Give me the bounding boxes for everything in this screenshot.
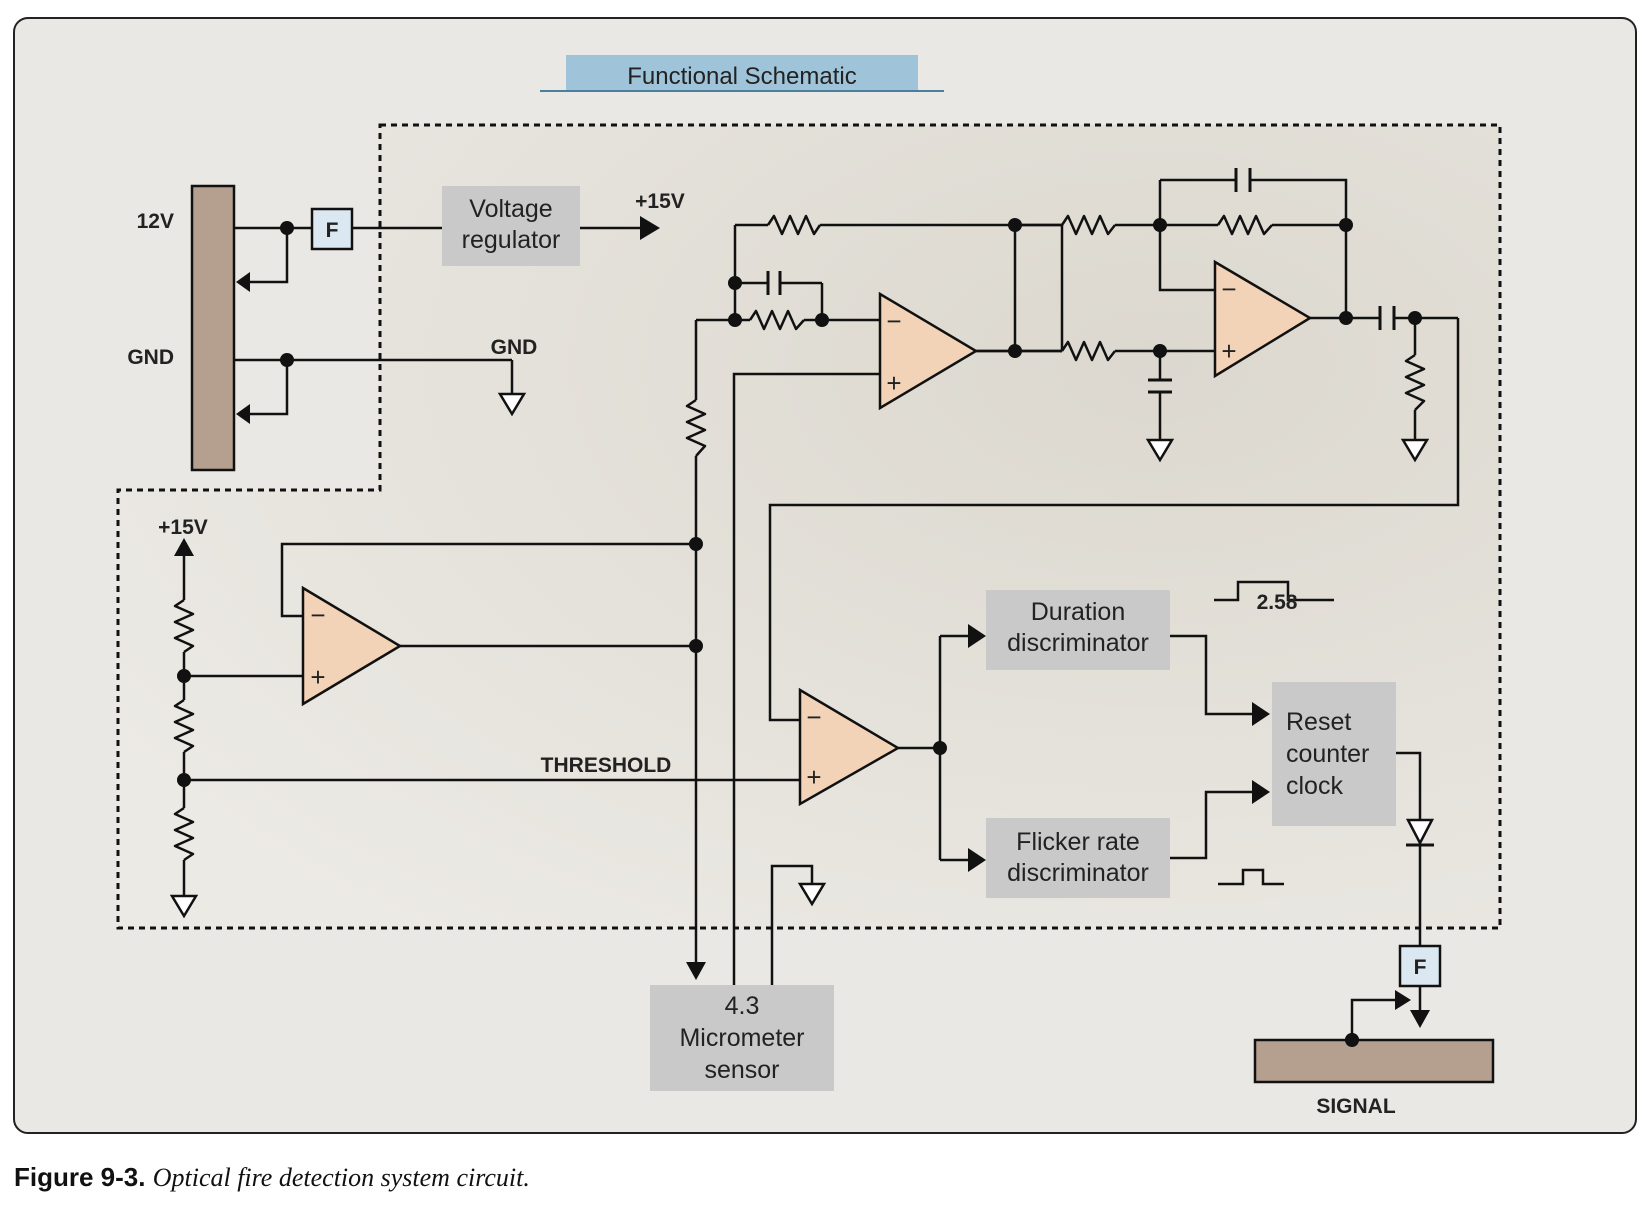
arrow-signal-return bbox=[1395, 990, 1411, 1010]
reset-counter-clock-block: Reset counter clock bbox=[1272, 682, 1396, 826]
ground-symbol-gnd bbox=[497, 392, 527, 417]
duration-discriminator-line1: Duration bbox=[1031, 598, 1126, 626]
power-connector-bar bbox=[190, 184, 236, 472]
duration-discriminator-line2: discriminator bbox=[1007, 629, 1149, 657]
arrow-regulator-out bbox=[640, 216, 660, 240]
flicker-discriminator-line1: Flicker rate bbox=[1016, 828, 1140, 856]
ground-symbol-r7 bbox=[1400, 438, 1430, 463]
title-text: Functional Schematic bbox=[627, 63, 856, 90]
diode-symbol bbox=[1405, 818, 1435, 846]
narrow-pulse-symbol bbox=[1218, 868, 1284, 886]
label-threshold: THRESHOLD bbox=[541, 754, 672, 777]
sensor-line1: 4.3 bbox=[725, 992, 760, 1020]
duration-discriminator-block: Duration discriminator bbox=[986, 590, 1170, 670]
wide-pulse-symbol bbox=[1214, 580, 1334, 602]
fuse-top: F bbox=[310, 207, 354, 251]
resistor-r1 bbox=[766, 214, 822, 236]
resistor-divider-bottom bbox=[173, 806, 195, 862]
arrow-to-sensor bbox=[686, 962, 706, 980]
ground-symbol-sensor bbox=[797, 882, 827, 907]
resistor-r4 bbox=[748, 309, 805, 331]
label-12v: 12V bbox=[137, 210, 174, 233]
voltage-regulator-line1: Voltage bbox=[469, 195, 552, 223]
reset-line3: clock bbox=[1286, 772, 1343, 800]
title-bar bbox=[566, 55, 918, 91]
opamp-comparator-plus: + bbox=[806, 762, 821, 792]
arrow-duration-to-reset bbox=[1252, 702, 1270, 726]
sensor-line2: Micrometer bbox=[679, 1024, 804, 1052]
resistor-r7 bbox=[1404, 353, 1426, 411]
enclosure-boundary bbox=[116, 123, 1502, 930]
arrow-to-duration bbox=[968, 624, 986, 648]
caption-text: Optical fire detection system circuit. bbox=[152, 1163, 530, 1192]
ground-symbol-divider bbox=[169, 894, 199, 919]
schematic-diagram: Functional Schematic 12V GND bbox=[13, 17, 1637, 1134]
resistor-r2 bbox=[1060, 214, 1116, 236]
opamp-2: − + bbox=[1213, 259, 1313, 379]
arrow-fuse-to-signal bbox=[1410, 1010, 1430, 1028]
opamp-3-plus: + bbox=[310, 662, 325, 692]
flicker-discriminator-line2: discriminator bbox=[1007, 859, 1149, 887]
arrowheads bbox=[174, 216, 1430, 1028]
voltage-regulator-block: Voltage regulator bbox=[442, 186, 580, 266]
resistor-r3 bbox=[1216, 214, 1273, 236]
opamp-3-minus: − bbox=[310, 600, 325, 630]
sensor-line3: sensor bbox=[704, 1056, 779, 1084]
opamp-1-plus: + bbox=[886, 368, 901, 398]
fuse-bottom-label: F bbox=[1414, 956, 1427, 979]
capacitors bbox=[766, 168, 1396, 394]
label-pulse-value: 2.58 bbox=[1257, 591, 1298, 614]
ground-symbol-c3 bbox=[1145, 438, 1175, 463]
reset-line1: Reset bbox=[1286, 708, 1351, 736]
flicker-discriminator-block: Flicker rate discriminator bbox=[986, 818, 1170, 898]
resistor-divider-top bbox=[173, 598, 195, 654]
figure-caption: Figure 9-3. Optical fire detection syste… bbox=[14, 1162, 530, 1193]
opamp-2-minus: − bbox=[1221, 274, 1236, 304]
label-gnd-left: GND bbox=[127, 346, 174, 369]
resistor-r6 bbox=[685, 398, 707, 457]
resistor-r5 bbox=[1060, 340, 1116, 362]
opamp-1: − + bbox=[878, 291, 979, 411]
label-plus15-divider: +15V bbox=[158, 516, 208, 539]
arrow-gnd-return bbox=[236, 404, 250, 424]
caption-number: Figure 9-3. bbox=[14, 1162, 146, 1192]
arrow-flicker-to-reset bbox=[1252, 780, 1270, 804]
fuse-top-label: F bbox=[326, 219, 339, 242]
opamp-3: − + bbox=[301, 585, 403, 707]
opamp-1-minus: − bbox=[886, 306, 901, 336]
arrow-to-flicker bbox=[968, 848, 986, 872]
signal-connector-bar bbox=[1253, 1038, 1495, 1084]
label-plus15-regulator: +15V bbox=[635, 190, 685, 213]
pulse-symbols bbox=[1214, 580, 1334, 886]
arrow-12v-return bbox=[236, 272, 250, 292]
micrometer-sensor-block: 4.3 Micrometer sensor bbox=[650, 985, 834, 1091]
voltage-regulator-line2: regulator bbox=[462, 226, 561, 254]
ground-symbols bbox=[169, 392, 1430, 919]
opamp-comparator: − + bbox=[798, 687, 901, 807]
opamp-comparator-minus: − bbox=[806, 702, 821, 732]
signal-junction-dot bbox=[1345, 1033, 1359, 1047]
reset-line2: counter bbox=[1286, 740, 1369, 768]
resistors bbox=[173, 214, 1426, 862]
opamp-2-plus: + bbox=[1221, 336, 1236, 366]
fuse-bottom: F bbox=[1398, 944, 1442, 988]
arrow-plus15-up bbox=[174, 538, 194, 556]
label-gnd-wire: GND bbox=[491, 336, 538, 359]
resistor-divider-mid bbox=[173, 698, 195, 754]
label-signal: SIGNAL bbox=[1316, 1095, 1396, 1118]
